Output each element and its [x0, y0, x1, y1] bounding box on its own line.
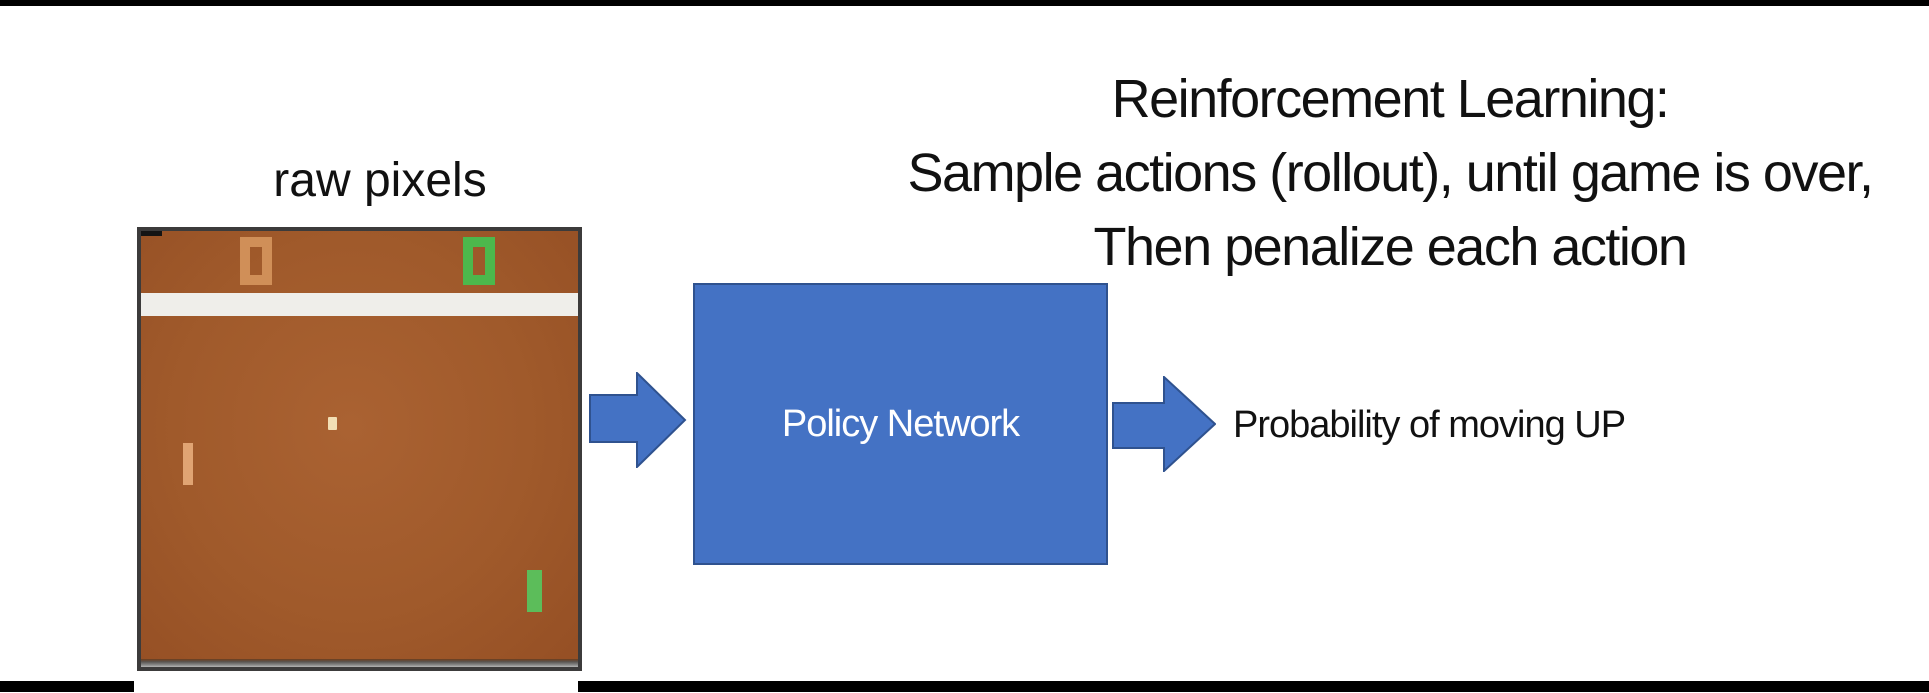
right-paddle — [527, 570, 542, 612]
bottom-black-bar-left — [0, 681, 134, 692]
policy-network-box: Policy Network — [693, 283, 1108, 565]
right-score-zero-digit — [463, 237, 495, 285]
top-black-bar — [0, 0, 1929, 6]
input-arrow-icon — [589, 372, 687, 468]
pong-ball — [328, 417, 337, 430]
game-corner-mark — [141, 231, 162, 236]
title-line-1: Reinforcement Learning: — [1111, 69, 1670, 129]
policy-network-label: Policy Network — [781, 402, 1020, 445]
pong-game-screenshot — [137, 227, 582, 671]
output-arrow-icon — [1112, 376, 1216, 472]
left-paddle — [183, 443, 193, 485]
raw-pixels-label: raw pixels — [273, 154, 487, 207]
title-line-2: Sample actions (rollout), until game is … — [907, 143, 1874, 203]
game-bottom-edge — [141, 659, 578, 667]
title-line-3: Then penalize each action — [1093, 217, 1688, 277]
game-top-white-band — [141, 293, 578, 316]
slide-title: Reinforcement Learning: Sample actions (… — [845, 62, 1929, 284]
left-score-zero-digit — [240, 237, 272, 285]
bottom-black-bar-right — [578, 681, 1929, 692]
probability-output-label: Probability of moving UP — [1233, 404, 1626, 446]
